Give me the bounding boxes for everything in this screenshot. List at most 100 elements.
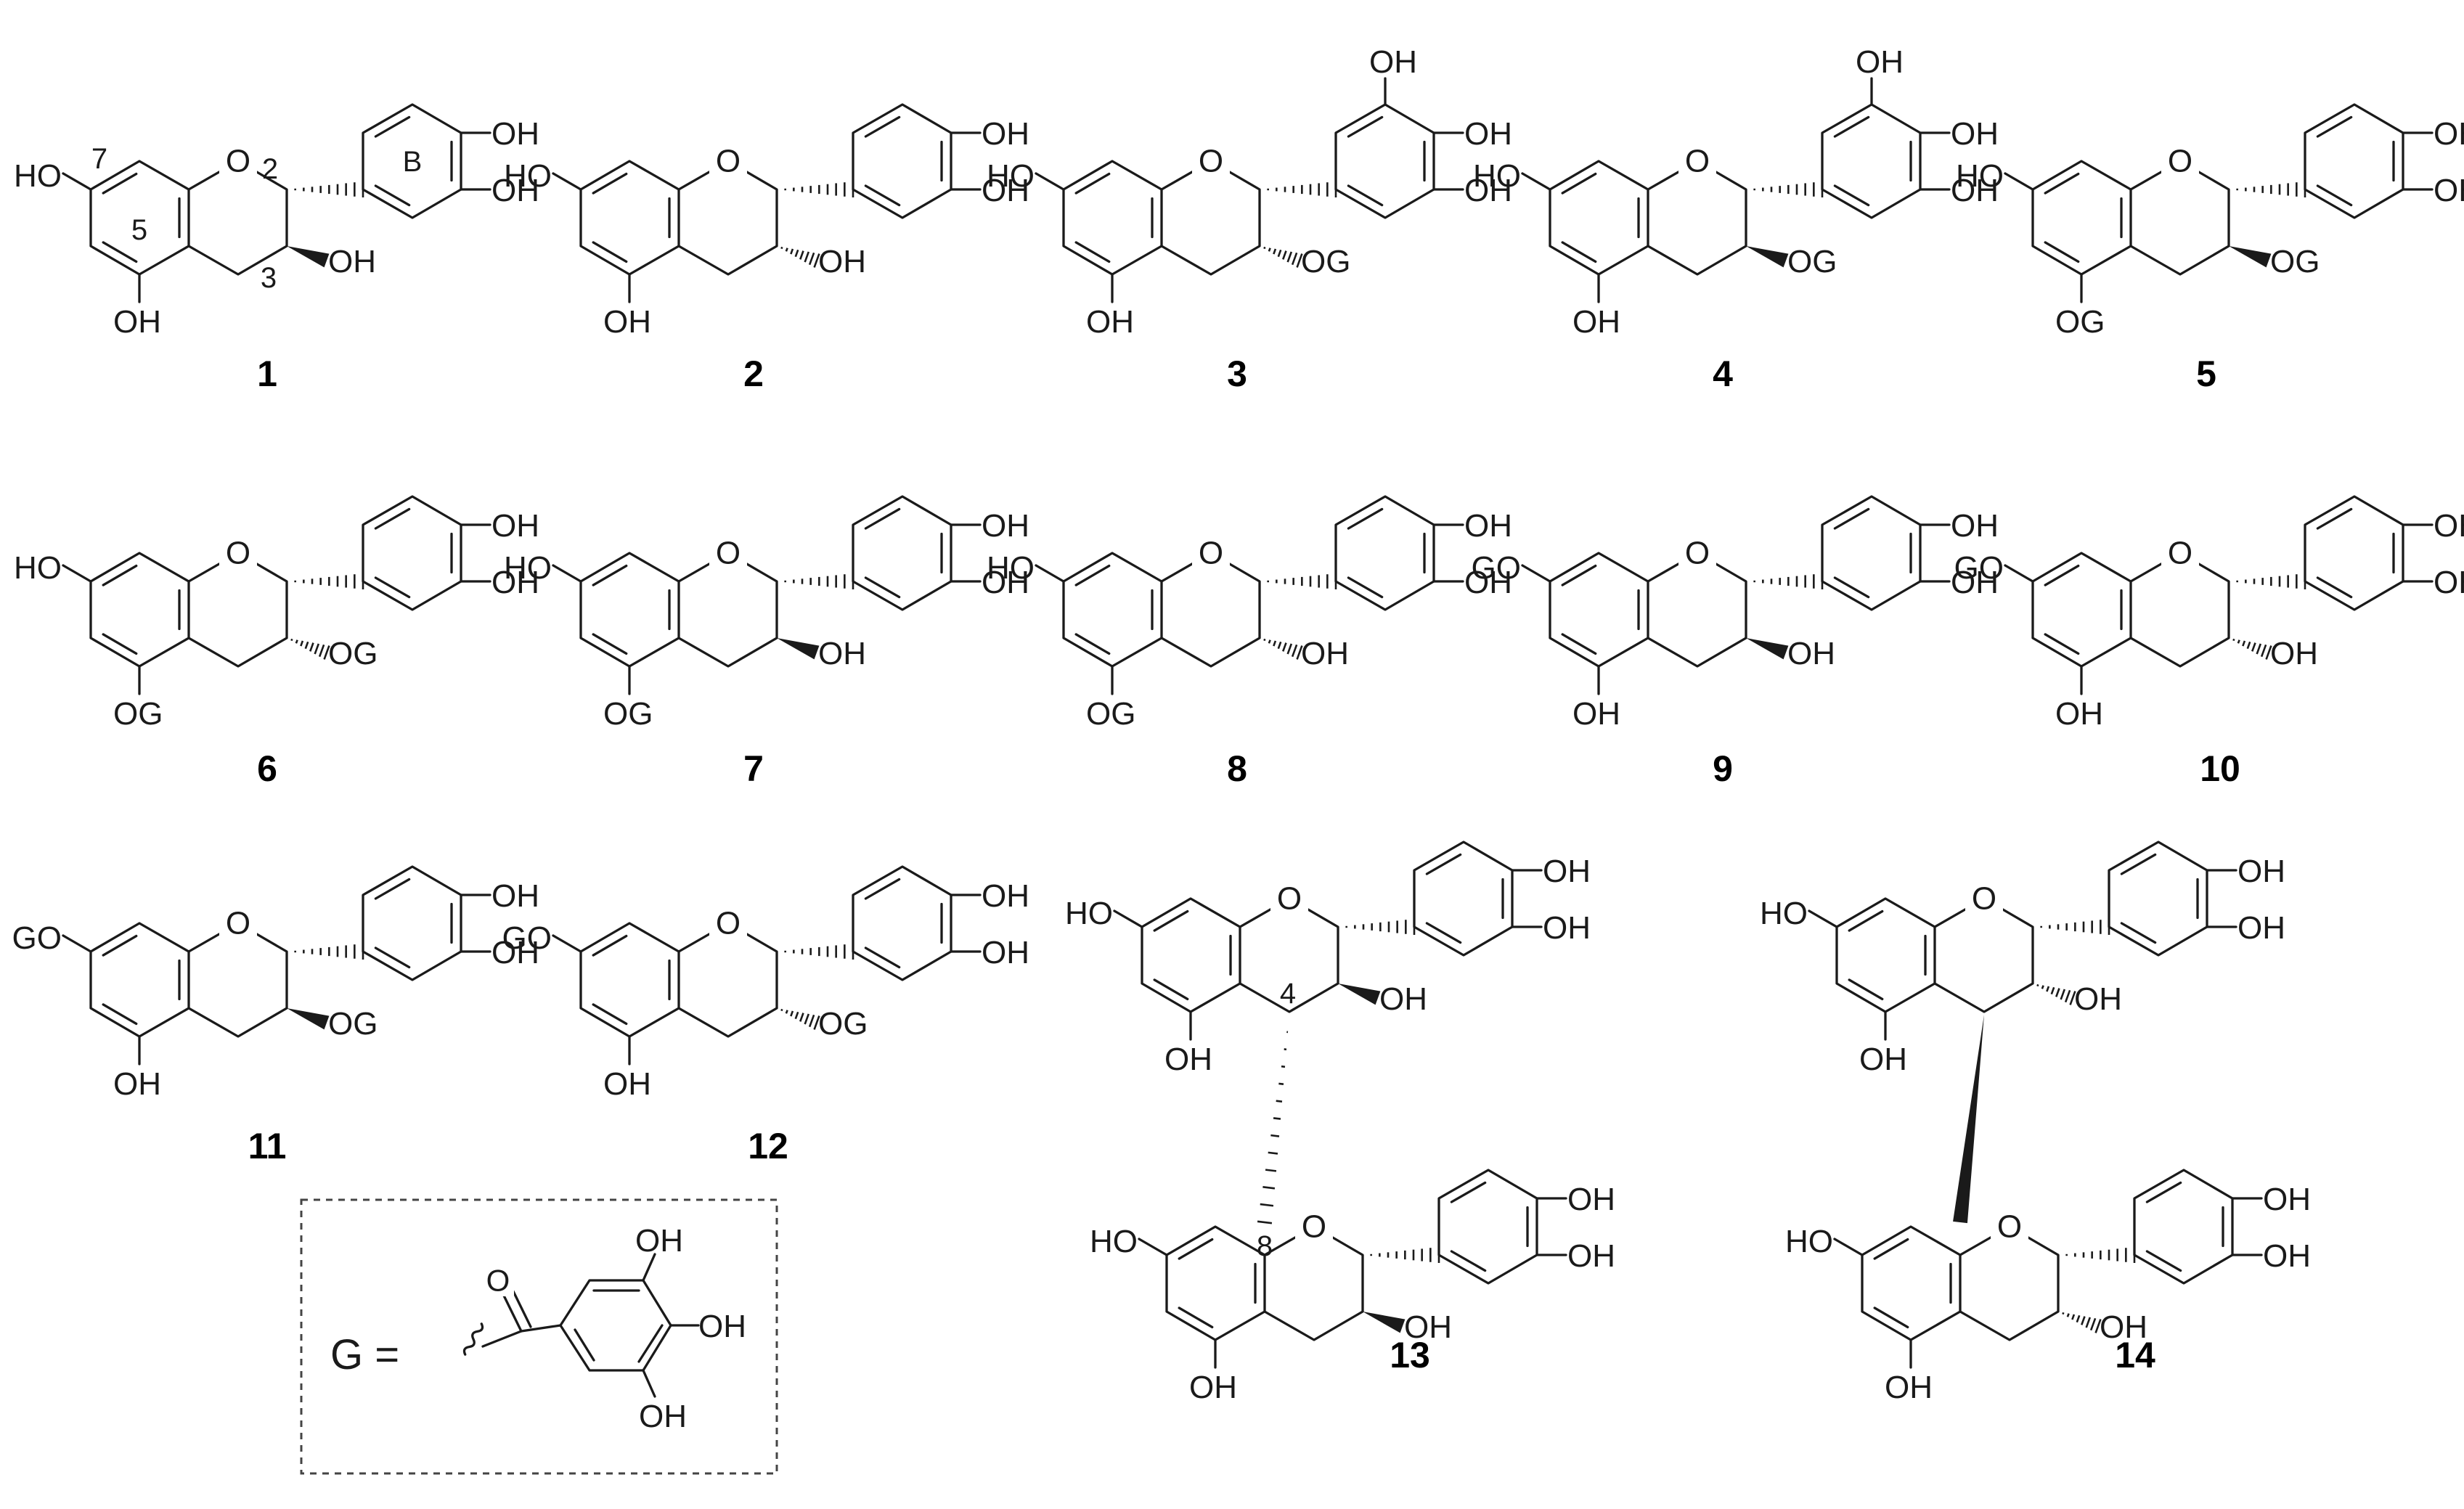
b-ring-double-3	[1425, 922, 1462, 944]
a-ring-double-2	[592, 633, 628, 655]
b-ring-oh-3: OH	[491, 565, 539, 600]
b-ring-oh-3: OH	[1567, 1238, 1615, 1274]
compound-5: OHOHOGHOOG5	[1956, 103, 2464, 394]
ring-oxygen	[1965, 880, 2003, 917]
c5-substituent: OH	[603, 304, 651, 340]
legend-wavy-bond	[462, 1322, 484, 1356]
b-ring-double-1	[2316, 115, 2353, 138]
interflavan-hash-bond	[1257, 1031, 1289, 1224]
b-ring-double-3	[1450, 1250, 1487, 1272]
legend-oh-right: OH	[698, 1309, 746, 1344]
b-ring-double-1	[1450, 1181, 1487, 1203]
c3-substituent: OG	[818, 1006, 868, 1042]
compound-number: 5	[2196, 353, 2216, 394]
compound-number: 11	[248, 1126, 287, 1166]
b-ring-double-3	[864, 576, 901, 599]
a-ring-double-1	[1153, 909, 1189, 932]
c7-substituent: GO	[12, 920, 62, 956]
b-ring-oh-5: OH	[1369, 44, 1417, 80]
a-ring-double-2	[592, 1003, 628, 1026]
a-ring-double-1	[1561, 172, 1597, 195]
b-ring-double-1	[1347, 115, 1384, 138]
a-ring-double-1	[102, 172, 138, 195]
b-ring-double-3	[374, 576, 411, 599]
c5-substituent: OH	[113, 1066, 161, 1102]
c7-bond	[62, 172, 92, 191]
b-ring-double-1	[2316, 507, 2353, 530]
c2-hash-bond	[2040, 919, 2110, 935]
locant-3: 3	[261, 262, 277, 294]
b-ring-double-3	[374, 946, 411, 969]
legend-ring-bond	[520, 1324, 562, 1333]
c3-substituent: OH	[818, 636, 866, 671]
c5-substituent: OH	[1572, 304, 1620, 340]
a-ring	[1861, 1225, 1962, 1341]
a-ring	[1835, 897, 1936, 1013]
a-ring-double-2	[2044, 633, 2080, 655]
c5-substituent: OH	[1885, 1370, 1933, 1405]
c3-substituent: OH	[818, 244, 866, 279]
a-ring-double-1	[1074, 564, 1111, 586]
c3-bold-bond	[287, 246, 330, 268]
c5-substituent: OH	[603, 1066, 651, 1102]
c5-substituent: OH	[1572, 696, 1620, 732]
a-ring-double-2	[2044, 241, 2080, 263]
a-ring-double-1	[2044, 172, 2080, 195]
b-ring-oh-3: OH	[491, 935, 539, 970]
c2-hash-bond	[1753, 181, 1824, 197]
c5-substituent: OH	[1859, 1042, 1907, 1077]
b-ring	[362, 865, 462, 981]
compound-number: 4	[1713, 353, 1733, 394]
c7-bond	[62, 934, 92, 953]
c2-hash-bond	[1370, 1247, 1440, 1263]
c7-bond	[62, 564, 92, 583]
legend-co-double	[502, 1290, 532, 1333]
b-ring-double-1	[864, 507, 901, 530]
b-ring-oh-3: OH	[982, 565, 1029, 600]
c3-substituent: OH	[1379, 981, 1427, 1017]
a-ring-double-1	[592, 172, 628, 195]
compound-10: OHOHOHGOOH10	[1954, 495, 2464, 789]
compound-number: 9	[1713, 748, 1733, 789]
c3-substituent: OG	[328, 1006, 378, 1042]
b-ring-double-3	[1347, 184, 1384, 207]
a-ring-double-2	[1848, 978, 1884, 1001]
b-ring-oh-5: OH	[1856, 44, 1904, 80]
c3-substituent: OG	[2270, 244, 2320, 279]
legend-oh-top: OH	[635, 1223, 683, 1259]
c2-hash-bond	[1267, 181, 1337, 197]
b-ring	[2108, 841, 2208, 957]
b-ring-double-3	[1347, 576, 1384, 599]
b-ring-double-1	[374, 878, 411, 900]
b-ring-oh-3: OH	[491, 173, 539, 208]
b-ring-oh-3: OH	[1464, 173, 1512, 208]
b-ring-double-1	[1833, 115, 1870, 138]
a-ring-double-2	[1561, 633, 1597, 655]
b-ring-oh-4: OH	[2237, 854, 2285, 889]
a-ring-double-2	[1074, 633, 1111, 655]
c3-bold-bond	[1338, 983, 1381, 1005]
b-ring-oh-4: OH	[1543, 854, 1591, 889]
c3-substituent: OH	[2270, 636, 2318, 671]
legend-oh-bottom: OH	[639, 1399, 687, 1434]
b-ring-oh-4: OH	[2434, 508, 2464, 544]
b-ring-oh-4: OH	[1951, 116, 1999, 152]
b-ring-oh-4: OH	[491, 878, 539, 914]
ring-oxygen	[709, 904, 747, 942]
b-ring	[1413, 841, 1514, 957]
b-ring	[1437, 1169, 1538, 1285]
a-ring	[1165, 1225, 1266, 1341]
b-ring-double-1	[2145, 1181, 2182, 1203]
compound-number: 13	[1390, 1335, 1430, 1375]
ring-oxygen	[1295, 1208, 1333, 1246]
legend-benzene	[559, 1279, 672, 1372]
b-ring-oh-3: OH	[1951, 173, 1999, 208]
b-ring-double-3	[2120, 922, 2157, 944]
b-ring-double-1	[1347, 507, 1384, 530]
a-ring	[2031, 160, 2132, 276]
b-ring	[1334, 103, 1435, 219]
b-ring-oh-4: OH	[491, 508, 539, 544]
